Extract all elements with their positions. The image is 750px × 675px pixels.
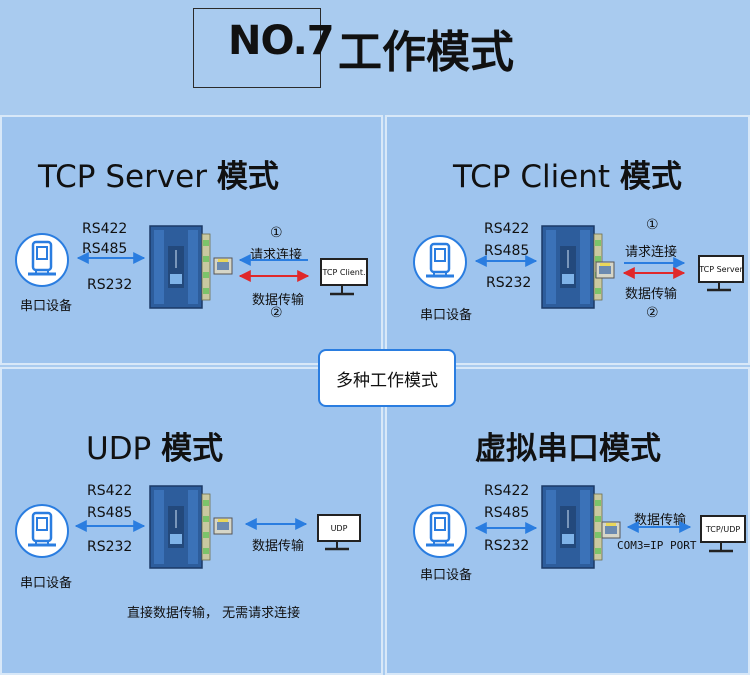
port-rs422: RS422 bbox=[484, 483, 530, 499]
port-rs232: RS232 bbox=[486, 275, 532, 291]
step-2-marker: ② bbox=[646, 305, 659, 321]
data-transfer-label: 数据传输 bbox=[252, 539, 305, 554]
pc-stand-icon bbox=[707, 540, 735, 553]
pc-stand-icon bbox=[323, 538, 351, 551]
port-rs232: RS232 bbox=[87, 539, 133, 555]
port-rs485: RS485 bbox=[484, 505, 530, 521]
port-rs232: RS232 bbox=[87, 277, 133, 293]
client-device-icon bbox=[541, 225, 603, 309]
step-1-marker: ① bbox=[270, 225, 283, 241]
header-number: NO.7 bbox=[228, 18, 335, 64]
port-rs232: RS232 bbox=[484, 538, 530, 554]
ethernet-port-icon bbox=[595, 261, 615, 279]
udp-device-icon bbox=[149, 485, 211, 569]
serial-device-icon bbox=[14, 232, 70, 288]
port-rs422: RS422 bbox=[82, 221, 128, 237]
ethernet-port-icon bbox=[213, 257, 233, 275]
panel-title: 虚拟串口模式 bbox=[475, 431, 661, 467]
server-device-icon bbox=[149, 225, 211, 309]
serial-device-label: 串口设备 bbox=[420, 308, 473, 323]
ethernet-port-icon bbox=[213, 517, 233, 535]
multi-mode-badge: 多种工作模式 bbox=[318, 349, 456, 407]
port-rs422: RS422 bbox=[87, 483, 133, 499]
serial-device-label: 串口设备 bbox=[20, 576, 73, 591]
port-rs485: RS485 bbox=[87, 505, 133, 521]
data-transfer-label: 数据传输 bbox=[252, 293, 305, 308]
header-title: 工作模式 bbox=[338, 27, 514, 78]
serial-device-icon bbox=[412, 503, 468, 559]
header-banner: NO.7 工作模式 bbox=[0, 0, 750, 112]
com-port-label: COM3=IP PORT bbox=[617, 539, 697, 552]
pc-screen: TCP/UDP bbox=[700, 515, 746, 543]
header-frame bbox=[193, 8, 321, 88]
ethernet-port-icon bbox=[601, 521, 621, 539]
request-connection-label: 请求连接 bbox=[625, 245, 678, 260]
serial-device-label: 串口设备 bbox=[20, 299, 73, 314]
pc-stand-icon bbox=[705, 279, 733, 292]
pc-screen: TCP Client. bbox=[320, 258, 368, 286]
step-1-marker: ① bbox=[646, 217, 659, 233]
virtual-device-icon bbox=[541, 485, 603, 569]
udp-note: 直接数据传输， 无需请求连接 bbox=[127, 606, 301, 621]
panel-title: UDP 模式 bbox=[86, 431, 224, 467]
step-2-marker: ② bbox=[270, 305, 283, 321]
serial-device-label: 串口设备 bbox=[420, 568, 473, 583]
serial-device-icon bbox=[412, 234, 468, 290]
data-transfer-label: 数据传输 bbox=[625, 287, 678, 302]
serial-device-icon bbox=[14, 503, 70, 559]
pc-screen: UDP bbox=[317, 514, 361, 542]
port-rs422: RS422 bbox=[484, 221, 530, 237]
pc-stand-icon bbox=[328, 283, 356, 296]
panel-title: TCP Client 模式 bbox=[453, 159, 682, 195]
panel-title: TCP Server 模式 bbox=[38, 159, 279, 195]
pc-screen: TCP Server bbox=[698, 255, 744, 283]
